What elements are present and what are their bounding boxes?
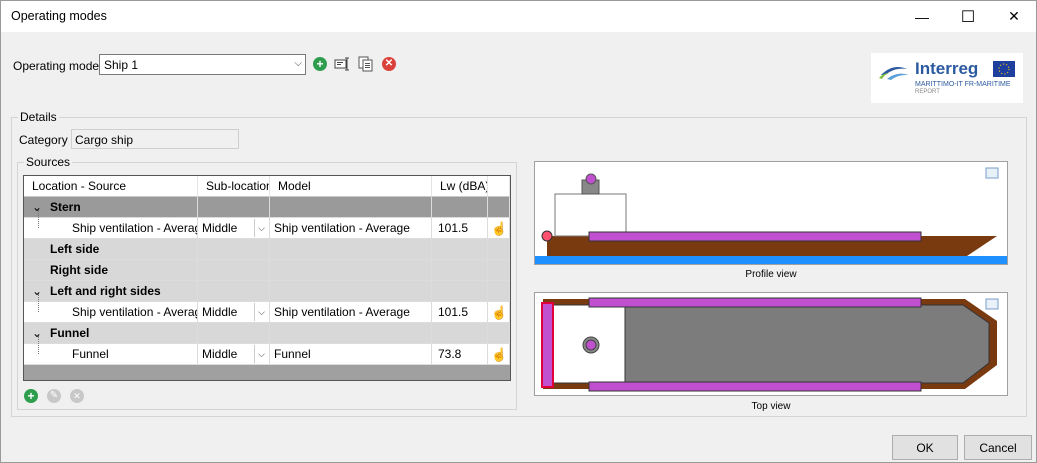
model-cell: Funnel <box>270 344 432 365</box>
group-label: Funnel <box>50 326 90 340</box>
chevron-down-icon[interactable]: ⌵ <box>254 345 268 363</box>
logo-brand: Interreg <box>915 59 979 78</box>
lw-cell: 73.8 <box>432 344 488 365</box>
tree-connector <box>38 294 39 312</box>
table-row[interactable]: Ship ventilation - Average Middle ⌵ Ship… <box>24 218 510 239</box>
edit-source-button[interactable]: ✎ <box>47 389 61 403</box>
profile-view-drawing <box>535 167 1007 264</box>
copy-mode-button[interactable] <box>358 56 374 72</box>
details-group <box>11 117 1027 417</box>
delete-icon: ✕ <box>73 391 81 401</box>
cancel-button[interactable]: Cancel <box>964 435 1032 460</box>
top-view-caption: Top view <box>751 401 791 412</box>
sub-location-value: Middle <box>202 305 238 319</box>
hand-pointer-icon[interactable]: ☝ <box>488 302 510 323</box>
group-label: Left side <box>24 239 198 260</box>
profile-view[interactable] <box>534 161 1008 265</box>
group-label: Right side <box>24 260 198 281</box>
minimize-icon: — <box>915 8 929 25</box>
operating-mode-label: Operating mode <box>13 59 100 73</box>
group-row-right-side[interactable]: Right side <box>24 260 510 281</box>
rename-icon <box>334 57 349 71</box>
category-value: Cargo ship <box>75 133 134 147</box>
interreg-logo-graphic <box>879 61 1015 80</box>
sub-location-value: Middle <box>202 347 238 361</box>
logo-line1: MARITTIMO-IT FR-MARITIME <box>915 81 1011 88</box>
add-source-button[interactable]: + <box>24 389 38 403</box>
tree-connector <box>38 336 39 354</box>
table-row[interactable]: Ship ventilation - Average Middle ⌵ Ship… <box>24 302 510 323</box>
sources-grid: Location - Source Sub-location Model Lw … <box>23 175 511 381</box>
group-label: Stern <box>50 200 81 214</box>
tree-connector <box>38 210 39 228</box>
delete-mode-button[interactable]: ✕ <box>381 56 397 72</box>
source-cell: Ship ventilation - Average <box>24 302 198 323</box>
sub-location-select[interactable]: Middle ⌵ <box>198 302 270 323</box>
model-cell: Ship ventilation - Average <box>270 302 432 323</box>
category-label: Category <box>19 133 68 147</box>
chevron-down-icon[interactable]: ⌵ <box>254 303 268 321</box>
lw-cell: 101.5 <box>432 302 488 323</box>
maximize-button[interactable]: ☐ <box>945 1 991 32</box>
ok-button[interactable]: OK <box>892 435 958 460</box>
copy-icon <box>358 56 373 72</box>
profile-view-caption: Profile view <box>745 269 797 280</box>
operating-mode-value: Ship 1 <box>104 58 139 72</box>
group-label: Left and right sides <box>50 284 161 298</box>
chevron-down-icon[interactable]: ⌵ <box>254 219 268 237</box>
hand-pointer-icon[interactable]: ☝ <box>488 344 510 365</box>
add-icon: + <box>313 57 327 71</box>
chevron-down-icon: ⌵ <box>294 58 302 69</box>
source-cell: Funnel <box>24 344 198 365</box>
details-title: Details <box>18 110 59 124</box>
category-field: Cargo ship <box>71 129 239 149</box>
title-bar: Operating modes — ☐ ✕ <box>1 1 1036 32</box>
sources-title: Sources <box>24 155 73 169</box>
sub-location-select[interactable]: Middle ⌵ <box>198 344 270 365</box>
interreg-logo: Interreg MARITTIMO-IT FR-MARITIME REPORT <box>871 53 1023 103</box>
group-row-left-and-right[interactable]: ⌄ Left and right sides <box>24 281 510 302</box>
group-row-stern[interactable]: ⌄ Stern <box>24 197 510 218</box>
grid-header: Location - Source Sub-location Model Lw … <box>24 176 510 197</box>
column-model[interactable]: Model <box>270 176 432 197</box>
delete-icon: ✕ <box>382 57 396 71</box>
maximize-icon: ☐ <box>960 8 976 26</box>
group-row-left-side[interactable]: Left side <box>24 239 510 260</box>
column-sub-location[interactable]: Sub-location <box>198 176 270 197</box>
logo-line2: REPORT <box>915 89 940 95</box>
top-view[interactable] <box>534 292 1008 396</box>
collapse-icon[interactable]: ⌄ <box>32 200 43 214</box>
collapse-icon[interactable]: ⌄ <box>32 326 43 340</box>
minimize-button[interactable]: — <box>899 1 945 32</box>
column-action <box>488 176 510 197</box>
lw-cell: 101.5 <box>432 218 488 239</box>
collapse-icon[interactable]: ⌄ <box>32 284 43 298</box>
model-cell: Ship ventilation - Average <box>270 218 432 239</box>
delete-source-button[interactable]: ✕ <box>70 389 84 403</box>
column-lw[interactable]: Lw (dBA) <box>432 176 488 197</box>
rename-mode-button[interactable] <box>334 56 350 72</box>
column-location-source[interactable]: Location - Source <box>24 176 198 197</box>
pencil-icon: ✎ <box>49 390 59 401</box>
sources-group <box>17 162 517 410</box>
close-button[interactable]: ✕ <box>991 1 1037 32</box>
hand-pointer-icon[interactable]: ☝ <box>488 218 510 239</box>
table-row[interactable]: Funnel Middle ⌵ Funnel 73.8 ☝ <box>24 344 510 365</box>
group-row-funnel[interactable]: ⌄ Funnel <box>24 323 510 344</box>
window-title: Operating modes <box>11 9 107 23</box>
add-mode-button[interactable]: + <box>312 56 328 72</box>
sub-location-value: Middle <box>202 221 238 235</box>
close-icon: ✕ <box>1008 8 1020 24</box>
source-cell: Ship ventilation - Average <box>24 218 198 239</box>
add-icon: + <box>27 389 35 403</box>
sub-location-select[interactable]: Middle ⌵ <box>198 218 270 239</box>
top-view-drawing <box>541 297 999 392</box>
operating-mode-select[interactable]: Ship 1 ⌵ <box>99 54 306 75</box>
